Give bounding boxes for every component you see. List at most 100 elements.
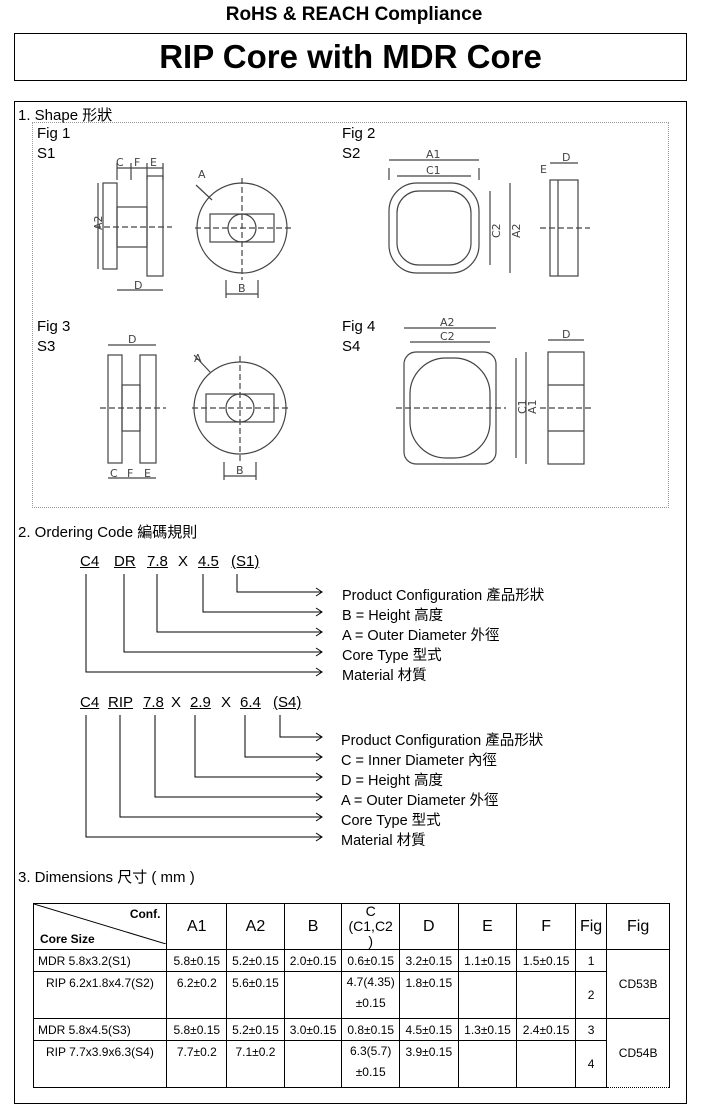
code2-inner-diameter: 6.4 [240, 694, 261, 711]
cell-c: 0.6±0.15 [341, 949, 400, 972]
cell-a1: 5.8±0.15 [166, 949, 228, 972]
code1-core-type: DR [114, 553, 136, 570]
cell-core-size: RIP 6.2x1.8x4.7(S2) [32, 971, 168, 1019]
cell-a2: 5.6±0.15 [226, 971, 285, 1019]
fig2-code: S2 [342, 145, 361, 162]
fig3-label: Fig 3 [37, 318, 71, 335]
code2-config: (S4) [273, 694, 302, 711]
fig4-dim-d: D [562, 328, 570, 341]
header-e: E [457, 903, 518, 950]
cell-b [283, 1040, 343, 1088]
code2-separator-1: X [171, 694, 182, 711]
fig2-side-view: E D [540, 151, 590, 277]
table-row: MDR 5.8x4.5(S3) 5.8±0.15 5.2±0.15 3.0±0.… [32, 1018, 670, 1088]
fig4-dim-a1: A1 [526, 399, 539, 414]
table-row: RIP 7.7x3.9x6.3(S4) 7.7±0.2 7.1±0.2 6.3(… [32, 1040, 670, 1088]
cell-f: 1.5±0.15 [516, 949, 576, 972]
section-ordering-heading: 2. Ordering Code 編碼規則 [18, 524, 198, 541]
cell-fig: 1 [574, 949, 608, 972]
header-conf: Conf. [129, 907, 161, 921]
shape-drawings: C F E A2 D A B A1 C1 C2 A2 E D [92, 148, 592, 480]
fig1-label: Fig 1 [37, 125, 71, 142]
fig2-label: Fig 2 [342, 125, 376, 142]
fig4-dim-c2: C2 [440, 330, 455, 343]
fig3-dim-b: B [236, 464, 244, 477]
fig4-dim-c1: C1 [516, 399, 529, 414]
fig1-dim-e: E [150, 156, 157, 169]
cell-a1: 5.8±0.15 [166, 1018, 228, 1041]
fig4-side-view: D [540, 328, 592, 465]
header-corner: Conf. Core Size [32, 903, 168, 950]
fig1-dim-b: B [238, 282, 246, 295]
code1-desc-material: Material 材質 [342, 668, 427, 684]
code1-separator: X [178, 553, 189, 570]
header-core-size: Core Size [40, 932, 95, 946]
fig3-side-view: D C F E [100, 333, 166, 480]
cell-d: 3.9±0.15 [399, 1040, 459, 1088]
code2-separator-2: X [221, 694, 232, 711]
section-dimensions-heading: 3. Dimensions 尺寸 ( mm ) [18, 869, 195, 886]
cell-f: 2.4±0.15 [516, 1018, 576, 1041]
cell-a2: 5.2±0.15 [226, 1018, 285, 1041]
table-row: RIP 6.2x1.8x4.7(S2) 6.2±0.2 5.6±0.15 4.7… [32, 971, 670, 1019]
fig3-dim-f: F [127, 467, 133, 480]
cell-f [516, 971, 576, 1019]
code2-core-type: RIP [108, 694, 134, 711]
table-header-row: Conf. Core Size A1 A2 B C (C1,C2 ) D E F… [32, 903, 670, 950]
code2-material: C4 [80, 694, 100, 711]
fig3-front-view: A B [192, 352, 290, 480]
code1-desc-height: B = Height 高度 [342, 608, 444, 624]
code2-desc-material: Material 材質 [341, 833, 426, 849]
fig3-dim-a: A [194, 352, 202, 365]
cell-a1: 6.2±0.2 [166, 971, 228, 1019]
code1-height: 4.5 [198, 553, 219, 570]
figure-area [32, 122, 669, 508]
cell-e: 1.3±0.15 [457, 1018, 518, 1041]
fig1-dim-f: F [134, 156, 140, 169]
code1-desc-config: Product Configuration 產品形狀 [342, 588, 545, 604]
fig2-dim-c2: C2 [490, 223, 503, 238]
cell-group-cd54b: CD54B [606, 1018, 670, 1088]
code1-outer-diameter: 7.8 [147, 553, 168, 570]
code1-config: (S1) [231, 553, 260, 570]
cell-b: 2.0±0.15 [283, 949, 343, 972]
fig2-top-view: A1 C1 C2 A2 [388, 148, 523, 274]
cell-core-size: MDR 5.8x4.5(S3) [32, 1018, 168, 1041]
cell-fig: 3 [574, 1018, 608, 1041]
cell-b: 3.0±0.15 [283, 1018, 343, 1041]
cell-d: 3.2±0.15 [399, 949, 459, 972]
code2-desc-type: Core Type 型式 [341, 813, 441, 829]
cell-core-size: RIP 7.7x3.9x6.3(S4) [32, 1040, 168, 1088]
code2-outer-diameter: 7.8 [143, 694, 164, 711]
cell-fig: 4 [574, 1040, 608, 1088]
header-d: D [399, 903, 459, 950]
cell-a2: 7.1±0.2 [226, 1040, 285, 1088]
code1-desc-outer: A = Outer Diameter 外徑 [342, 628, 500, 644]
fig1-code: S1 [37, 145, 56, 162]
fig3-code: S3 [37, 338, 56, 355]
fig2-dim-d: D [562, 151, 570, 164]
fig1-dim-d: D [134, 279, 142, 292]
header-fig-group: Fig [606, 903, 670, 950]
fig1-dim-a: A [198, 168, 206, 181]
code2-desc-outer: A = Outer Diameter 外徑 [341, 793, 499, 809]
dimensions-table: Conf. Core Size A1 A2 B C (C1,C2 ) D E F… [32, 903, 670, 1088]
header-f: F [516, 903, 576, 950]
code2-height: 2.9 [190, 694, 211, 711]
fig1-dim-c: C [116, 156, 124, 169]
code2-desc-inner: C = Inner Diameter 內徑 [341, 753, 497, 769]
fig4-code: S4 [342, 338, 361, 355]
fig1-side-view: C F E A2 D [92, 156, 172, 292]
fig2-dim-a1: A1 [426, 148, 441, 161]
cell-a1: 7.7±0.2 [166, 1040, 228, 1088]
fig4-label: Fig 4 [342, 318, 376, 335]
fig1-dim-a2: A2 [92, 215, 105, 230]
cell-c: 4.7(4.35) ±0.15 [341, 971, 400, 1019]
cell-c: 0.8±0.15 [341, 1018, 400, 1041]
code1-desc-type: Core Type 型式 [342, 648, 442, 664]
fig4-top-view: A2 C2 C1 A1 [396, 316, 539, 465]
cell-c: 6.3(5.7) ±0.15 [341, 1040, 400, 1088]
content-frame [14, 101, 687, 1104]
cell-d: 1.8±0.15 [399, 971, 459, 1019]
fig4-dim-a2: A2 [440, 316, 455, 329]
